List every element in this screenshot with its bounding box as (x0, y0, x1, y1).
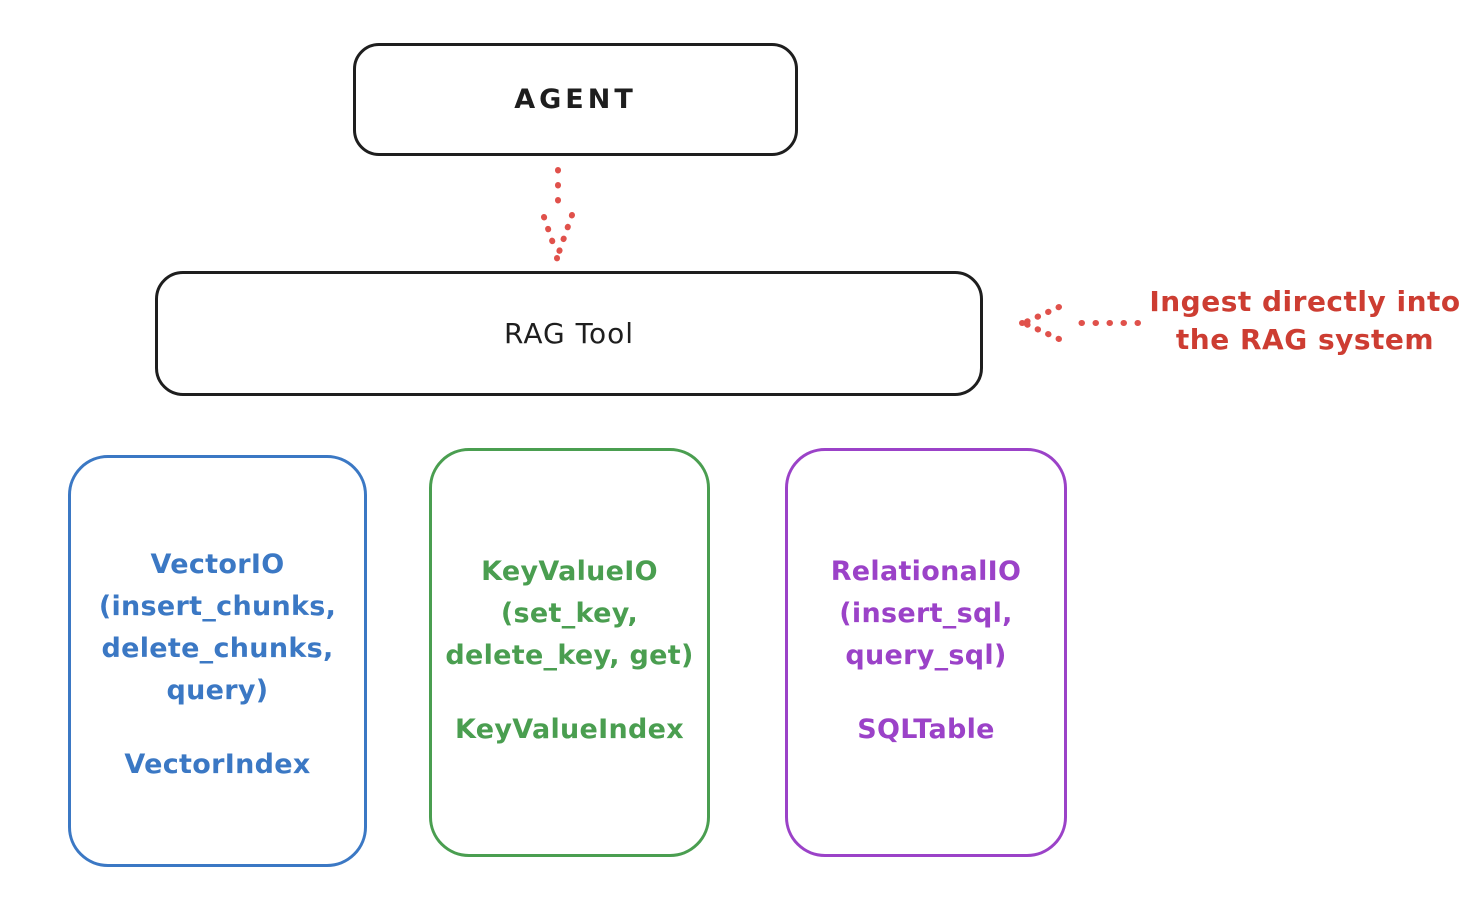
vectorio-line: query) (166, 675, 269, 706)
sqltable-label: SQLTable (857, 714, 995, 745)
ingest-annotation-arrow (1019, 304, 1141, 342)
agent-to-rag-tool-arrow (541, 167, 575, 262)
vectorio-line: VectorIO (150, 549, 285, 580)
ingest-annotation-line2: the RAG system (1175, 323, 1435, 356)
relationalio-line: (insert_sql, (839, 598, 1013, 629)
keyvalueio-line: (set_key, (500, 598, 639, 629)
relationalio-line: RelationalIO (830, 556, 1022, 587)
keyvalueio-line: delete_key, get) (445, 640, 694, 671)
keyvalueindex-label: KeyValueIndex (454, 714, 684, 745)
relationalio-line: query_sql) (845, 640, 1007, 671)
rag-tool-node: RAG Tool (155, 271, 983, 396)
relationalio-node: RelationalIO (insert_sql, query_sql) SQL… (785, 448, 1067, 857)
agent-node: AGENT (353, 43, 798, 156)
rag-tool-label: RAG Tool (504, 317, 634, 350)
vectorindex-label: VectorIndex (124, 749, 311, 780)
vectorio-line: delete_chunks, (101, 633, 334, 664)
ingest-annotation: Ingest directly into the RAG system (1130, 283, 1480, 359)
agent-label: AGENT (514, 84, 637, 115)
vectorio-line: (insert_chunks, (98, 591, 337, 622)
keyvalueio-line: KeyValueIO (481, 556, 658, 587)
keyvalueio-node: KeyValueIO (set_key, delete_key, get) Ke… (429, 448, 710, 857)
ingest-annotation-line1: Ingest directly into (1149, 285, 1461, 318)
vectorio-node: VectorIO (insert_chunks, delete_chunks, … (68, 455, 367, 867)
